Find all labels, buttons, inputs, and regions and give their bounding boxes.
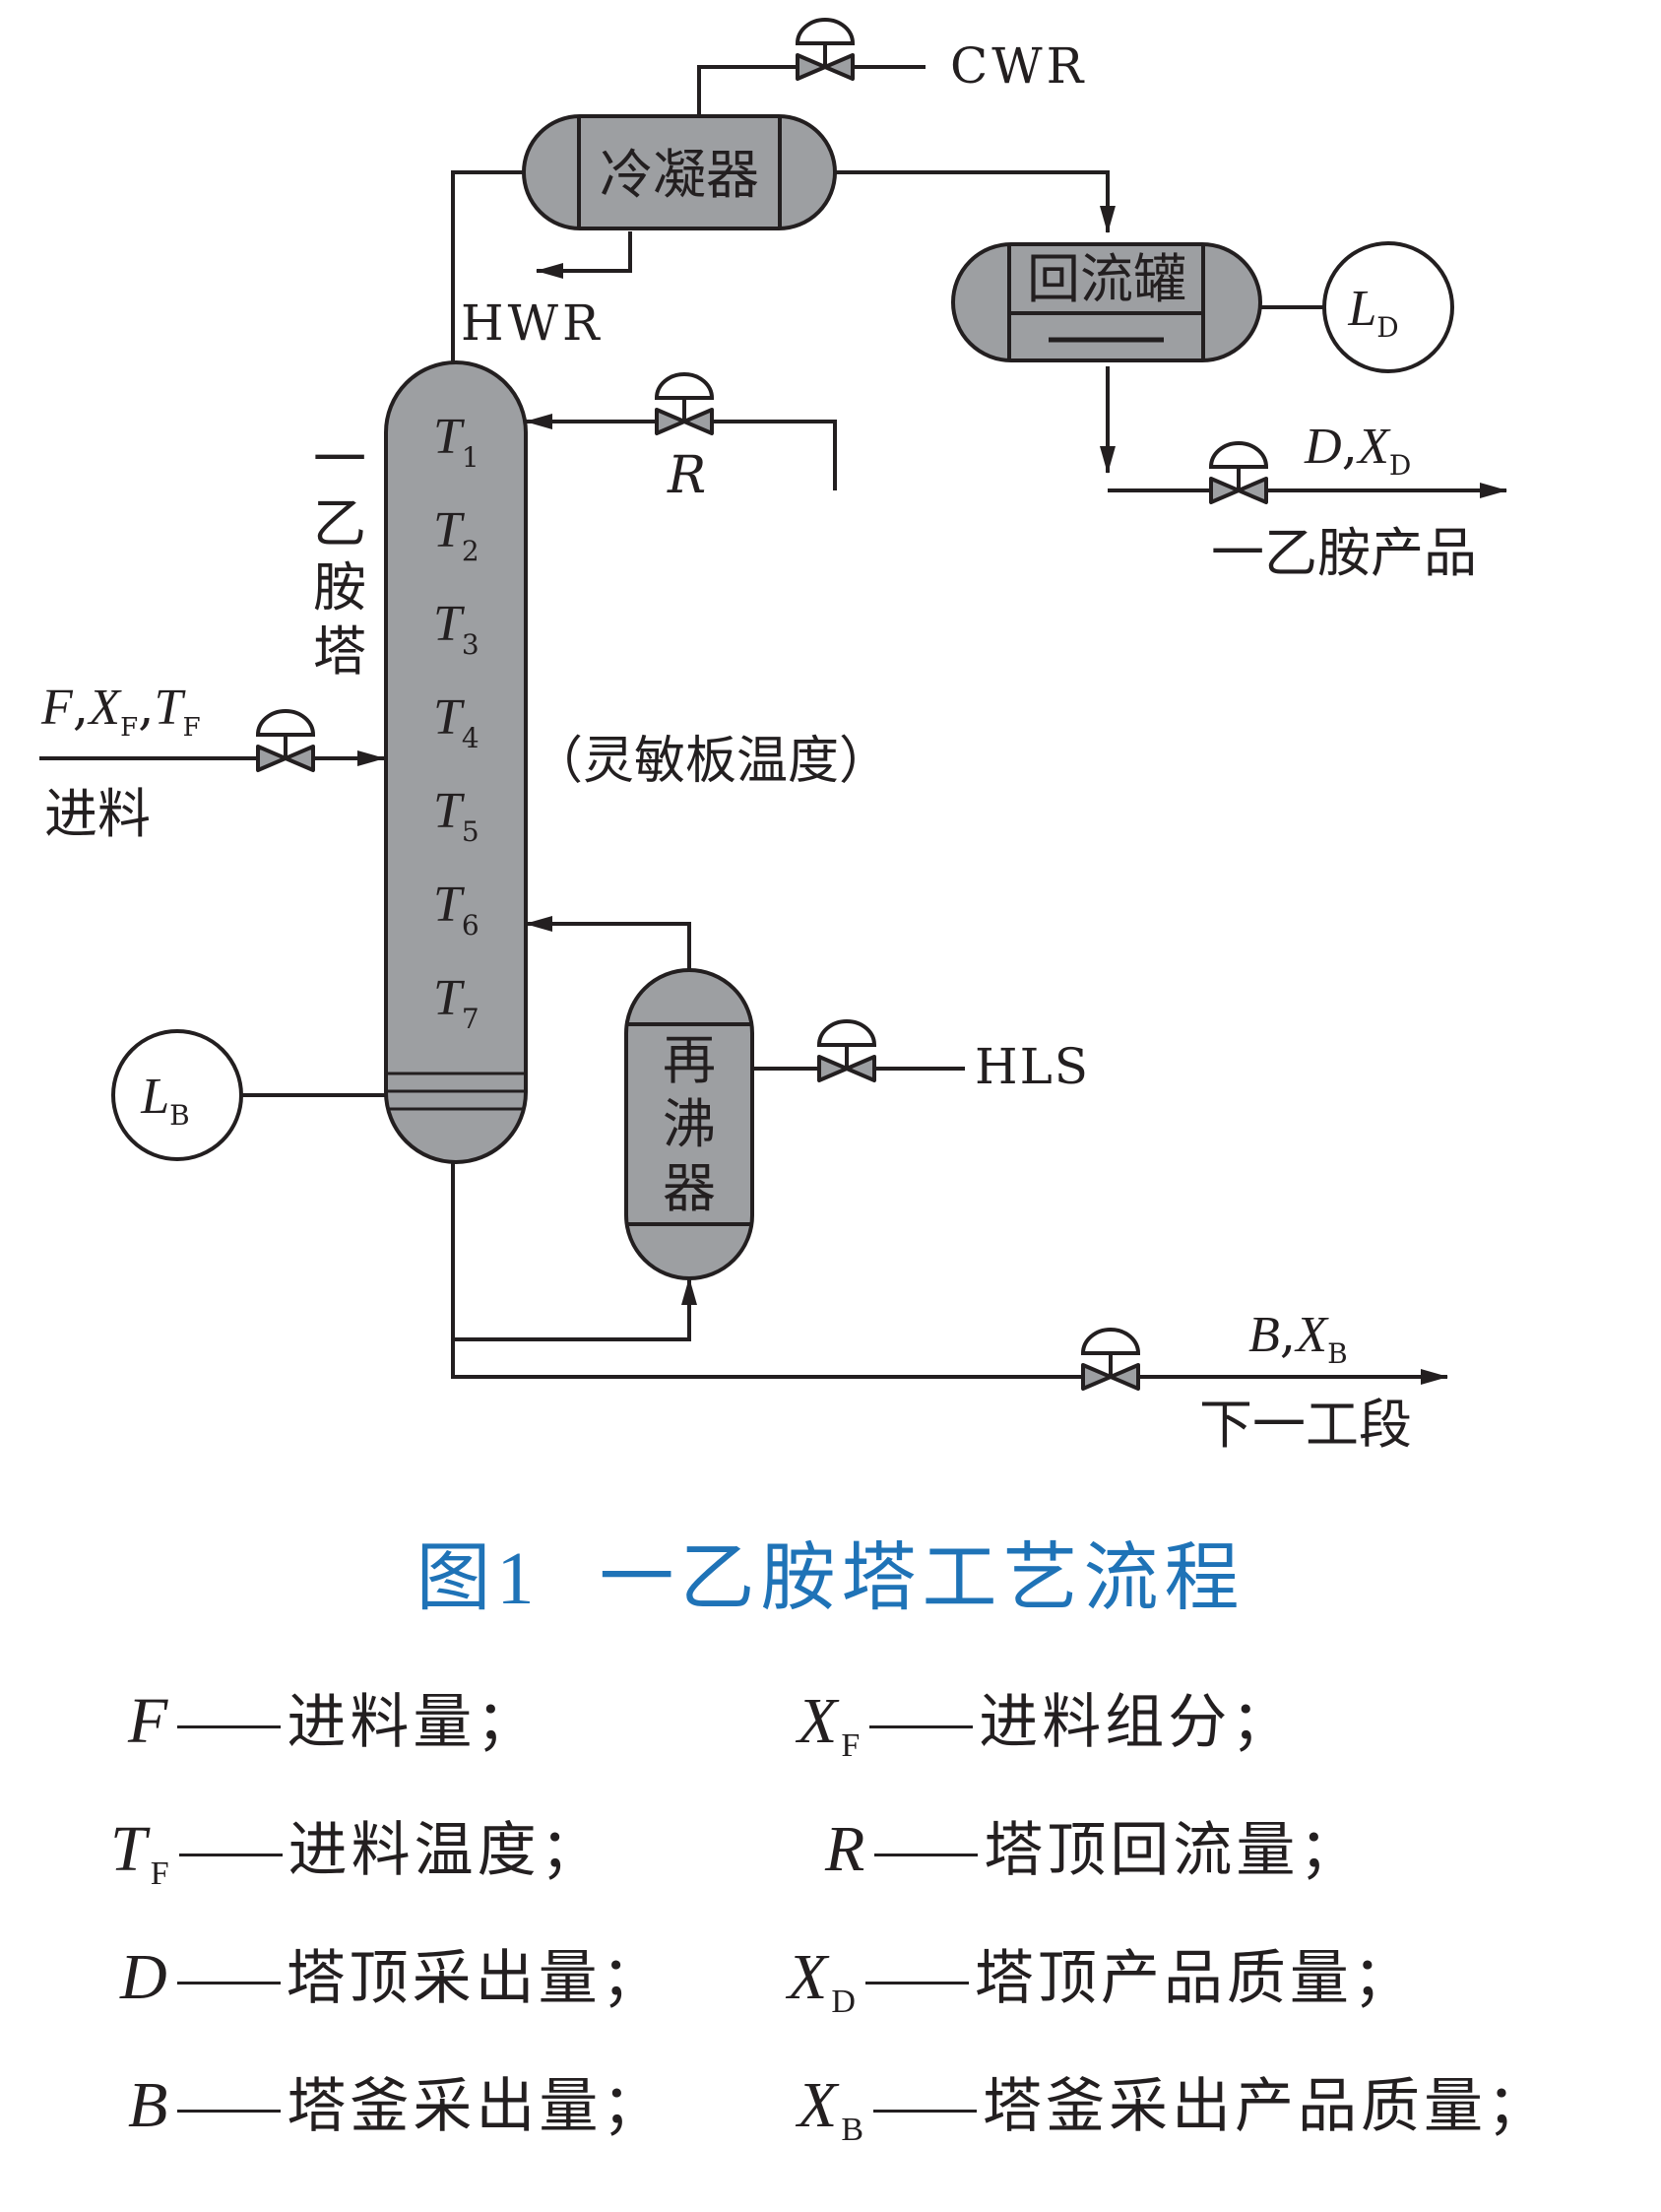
condensate-line [835,170,1116,233]
temp-label: T4 [433,689,479,754]
distillation-tower [384,360,528,1164]
process-flow-diagram: 冷凝器 回流罐 T1 T2 T3 T4 T5 T6 T7 一 乙 胺 塔 再 [39,18,1507,1456]
condenser: 冷凝器 [522,114,837,230]
distillate-label: 一乙胺产品 [1211,522,1477,584]
svg-text:乙: 乙 [313,492,366,554]
temp-label: T7 [433,970,479,1035]
feed-label: 进料 [44,783,151,845]
level-indicator-top: LD [1322,241,1454,373]
feed-symbol: F,XF,TF [40,678,201,743]
temp-label: T2 [433,502,479,567]
hwr-label: HWR [461,294,604,352]
distillate-valve [1209,441,1268,504]
figure-title: 一乙胺塔工艺流程 [599,1533,1246,1621]
reboiler-vapor-line [525,916,691,970]
hwr-line [536,231,632,279]
overhead-vapor-line [451,170,524,372]
figure-number: 图1 [415,1537,541,1620]
temp-label: T1 [433,409,479,474]
reflux-drum: 回流罐 [951,242,1262,362]
temp-label: T6 [433,877,479,942]
hls-valve [817,1019,876,1082]
cwr-label: CWR [950,37,1087,95]
hls-label: HLS [975,1038,1090,1095]
svg-text:器: 器 [663,1157,716,1219]
svg-text:塔: 塔 [313,620,366,683]
bottoms-valve [1081,1328,1140,1391]
reflux-label: R [667,446,706,505]
bottoms-symbol: B,XB [1248,1305,1348,1370]
cwr-line [697,65,926,118]
reboiler-feed-line [451,1162,697,1341]
svg-text:LD: LD [1347,281,1398,344]
tower-label: 一 乙 胺 塔 [313,428,366,683]
svg-text:LB: LB [140,1069,190,1132]
reflux-valve [655,372,714,435]
reboiler: 再 沸 器 [624,968,754,1280]
svg-text:再: 再 [663,1029,716,1091]
condenser-label: 冷凝器 [600,144,759,206]
svg-text:沸: 沸 [663,1093,716,1155]
figure-caption: 图1 一乙胺塔工艺流程 [0,1517,1661,1625]
sensitive-plate-label: （灵敏板温度） [532,732,890,791]
temp-label: T5 [433,783,479,848]
feed-valve [256,709,315,772]
tower-temperatures: T1 T2 T3 T4 T5 T6 T7 [433,409,479,1035]
bottoms-label: 下一工段 [1199,1394,1412,1456]
cwr-valve [796,18,855,81]
level-indicator-bottom: LB [111,1029,243,1161]
svg-text:胺: 胺 [313,556,366,618]
reflux-drum-label: 回流罐 [1027,248,1186,310]
reflux-line [525,414,837,490]
svg-text:一: 一 [313,428,366,490]
distillate-symbol: D,XD [1304,417,1411,482]
temp-label: T3 [433,596,479,661]
